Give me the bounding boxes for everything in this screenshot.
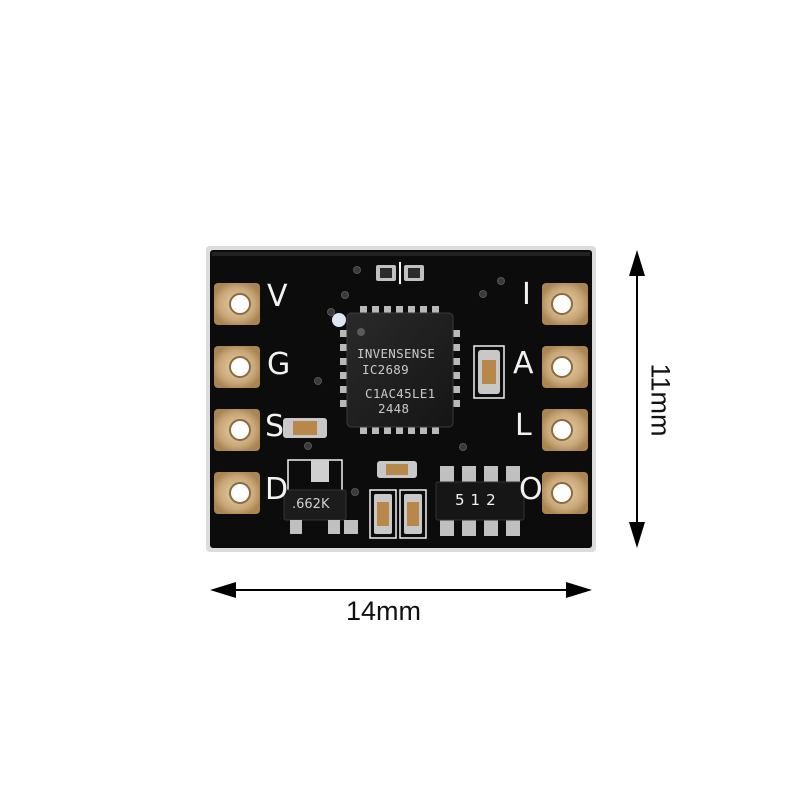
sot-transistor <box>283 459 358 534</box>
pin-label-i: I <box>522 277 531 312</box>
left-pads <box>214 283 260 514</box>
pin-label-s: S <box>265 409 285 444</box>
height-arrow <box>629 250 645 548</box>
resistor-center <box>377 461 417 478</box>
chip-part-text: IC2689 <box>362 362 409 377</box>
width-dimension-label: 14mm <box>346 596 422 626</box>
pin-label-o: O <box>519 472 543 507</box>
top-components <box>376 262 424 284</box>
chip-brand-text: INVENSENSE <box>357 346 436 361</box>
imu-chip <box>340 306 460 434</box>
resistor-s <box>283 418 327 438</box>
pin-label-a: A <box>513 346 534 381</box>
pin-label-g: G <box>267 347 291 382</box>
chip-lot-text: C1AC45LE1 <box>365 386 436 401</box>
pin-label-l: L <box>515 408 532 443</box>
side-capacitor <box>473 345 505 399</box>
height-dimension-label: 11mm <box>645 363 676 437</box>
bottom-capacitors <box>369 489 427 539</box>
fiducial-dot <box>332 313 346 327</box>
sot-marking: .662K <box>292 497 330 512</box>
chip-date-text: 2448 <box>378 401 410 416</box>
pin-label-d: D <box>265 472 289 507</box>
pin-label-v: V <box>267 279 288 314</box>
right-pads <box>542 283 588 514</box>
width-arrow <box>210 582 592 598</box>
vias <box>304 266 505 496</box>
resistor-array-code: 512 <box>455 491 502 509</box>
resistor-array <box>435 466 525 536</box>
